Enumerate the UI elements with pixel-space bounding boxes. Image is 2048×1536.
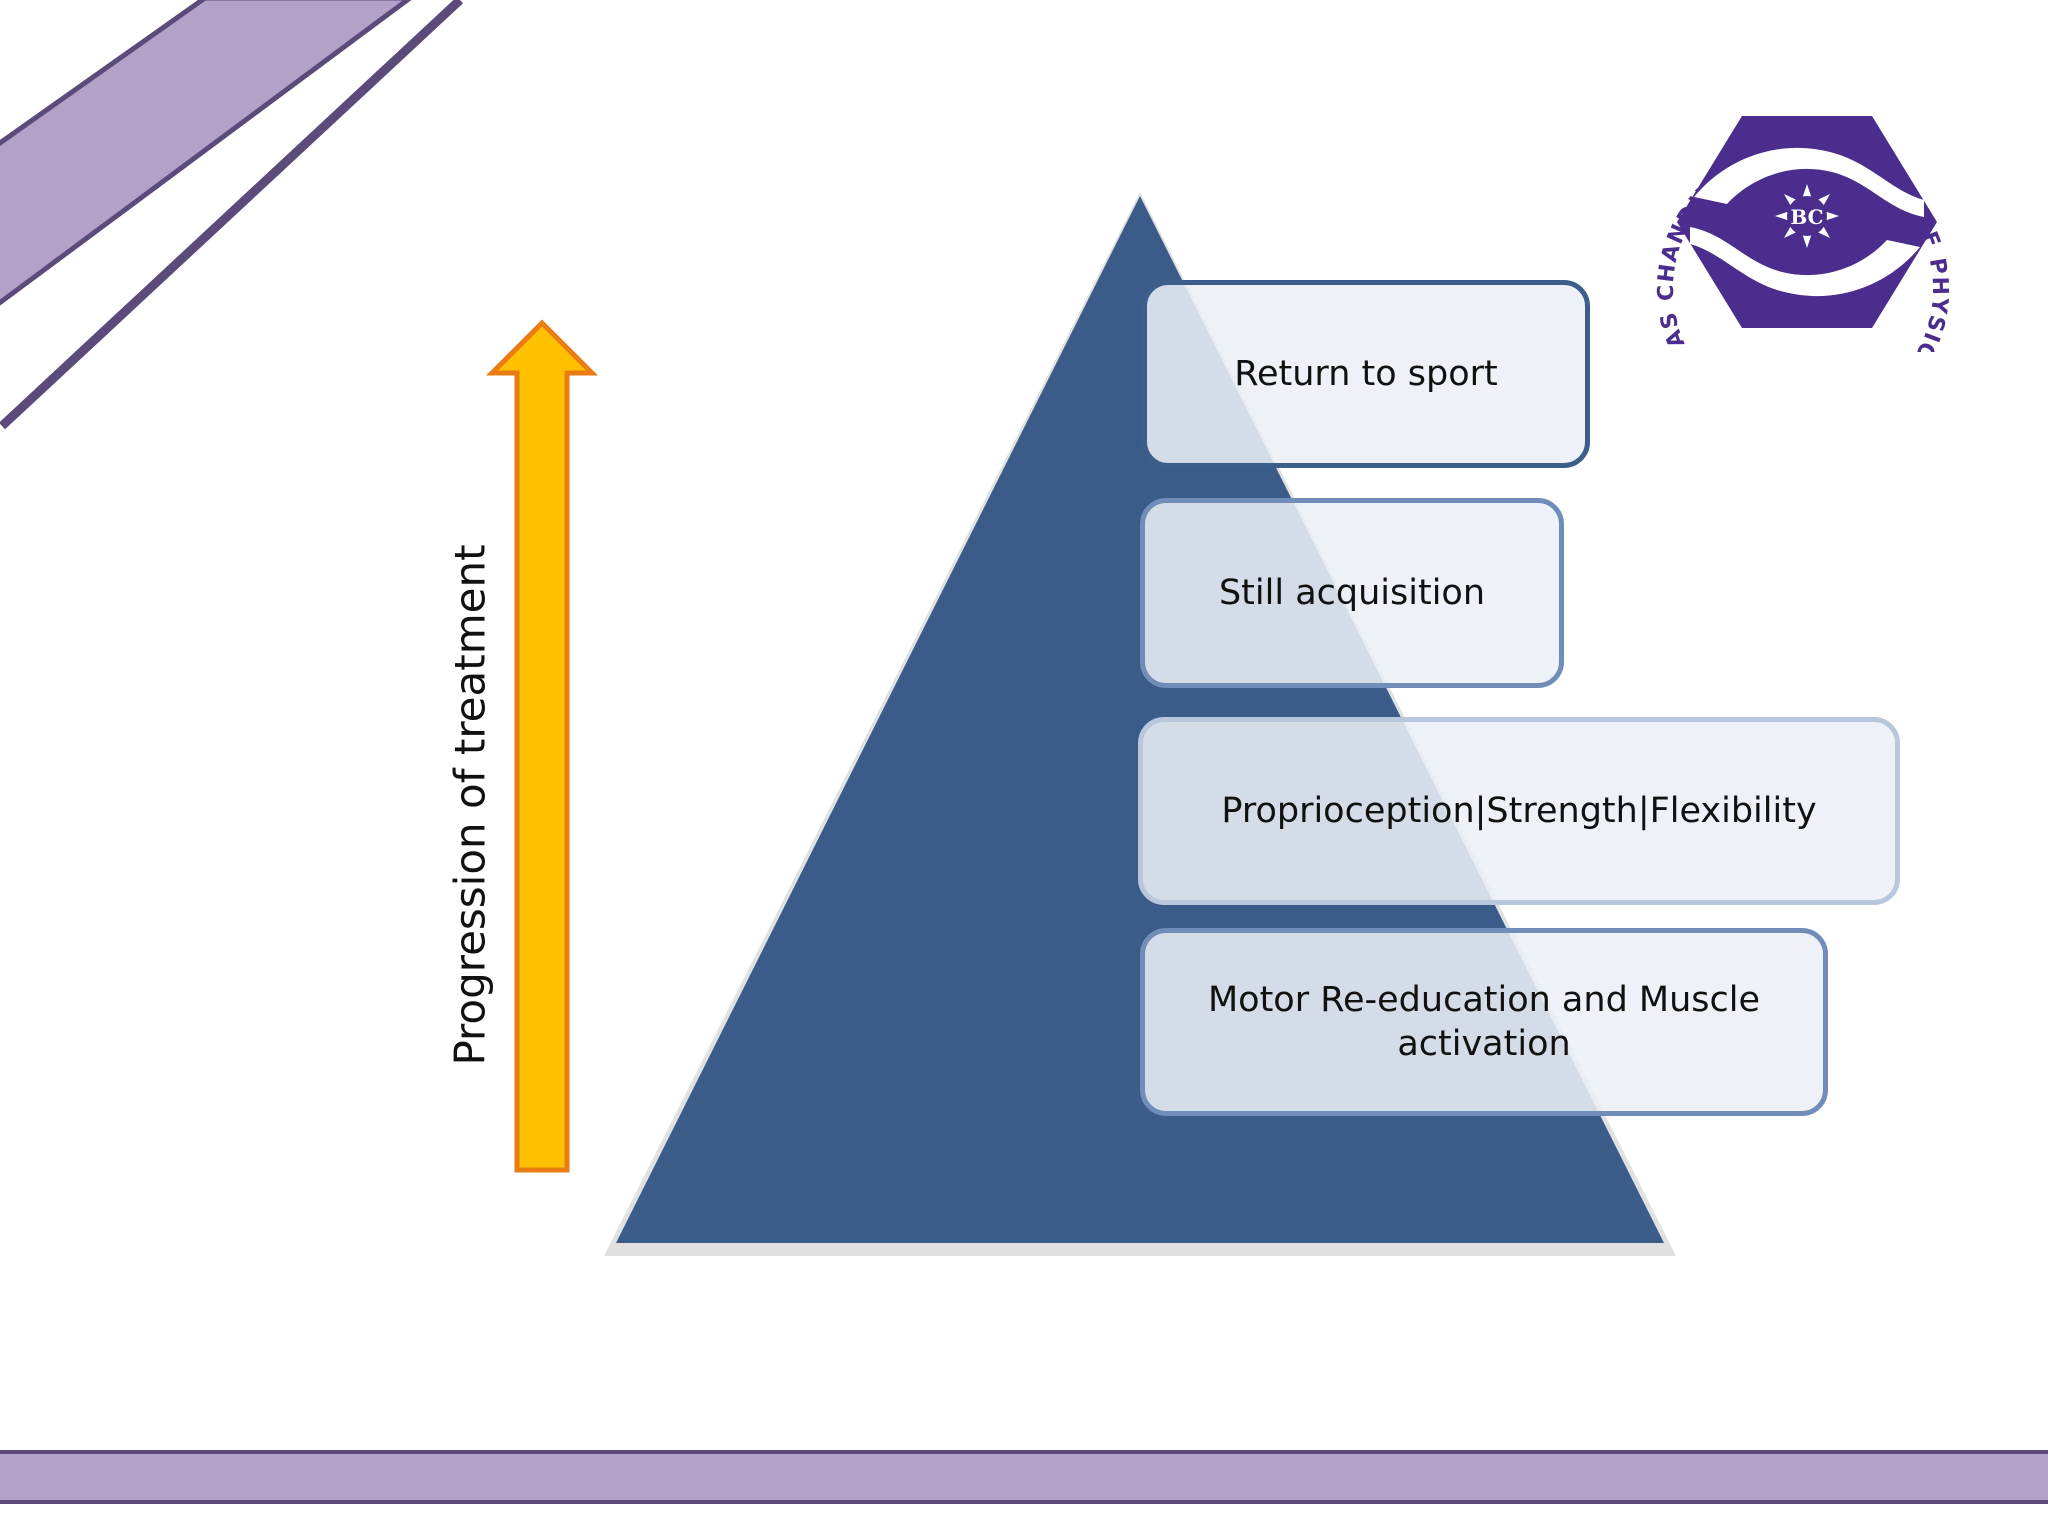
progression-label: Progression of treatment xyxy=(445,544,495,1066)
footer-bar xyxy=(0,1450,2048,1504)
progression-arrow xyxy=(485,319,599,1173)
level-label: Still acquisition xyxy=(1218,573,1486,613)
level-label: Proprioception|Strength|Flexibility xyxy=(1221,791,1817,831)
level-still-acquisition: Still acquisition xyxy=(1140,498,1564,688)
institute-logo: BANARSIDAS CHANDIWALA INSTITUTE OF PHYSI… xyxy=(1632,32,1951,352)
logo-center xyxy=(1787,196,1827,236)
logo-lower-hand xyxy=(1690,227,1920,297)
level-motor-reeducation: Motor Re-education and Muscle activation xyxy=(1140,928,1828,1116)
corner-stripe xyxy=(0,0,464,430)
level-label: Motor Re-education and Muscle activation xyxy=(1207,980,1761,1064)
level-return-to-sport: Return to sport xyxy=(1142,280,1590,468)
level-proprioception-strength-flexibility: Proprioception|Strength|Flexibility xyxy=(1138,717,1900,905)
corner-banner xyxy=(0,0,412,306)
logo-upper-hand xyxy=(1694,147,1924,217)
level-label: Return to sport xyxy=(1234,354,1498,394)
logo-monogram: BC xyxy=(1790,205,1823,229)
